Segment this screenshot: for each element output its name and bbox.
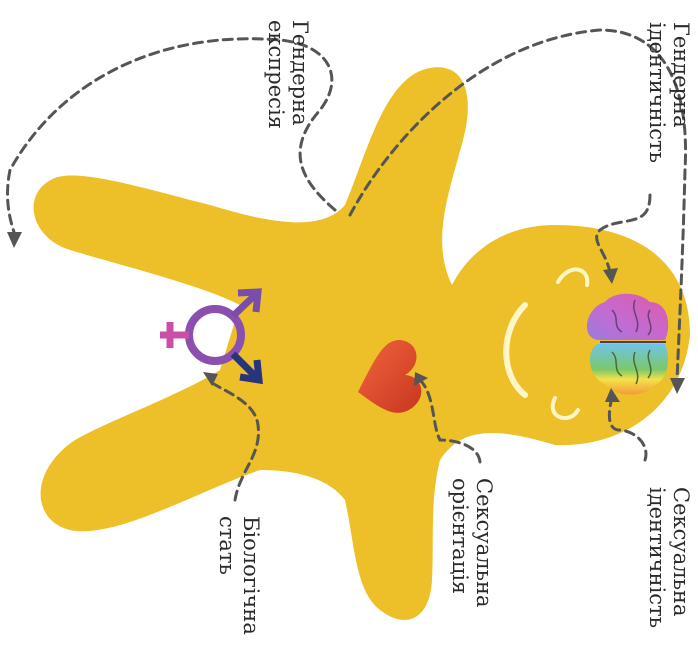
transgender-symbol-icon xyxy=(160,292,259,380)
label-sexual-orientation-line2: орієнтація xyxy=(448,478,472,608)
label-gender-expression-line2: експресія xyxy=(264,20,288,129)
label-gender-identity-line2: ідентичність xyxy=(645,22,669,163)
label-sexual-orientation-line1: Сексуальна xyxy=(472,478,496,608)
label-sexual-identity: Сексуальна ідентичність xyxy=(645,487,693,628)
label-gender-expression: Гендерна експресія xyxy=(264,20,312,129)
label-biological-sex: Біологічна стать xyxy=(215,516,263,635)
label-gender-identity-line1: Гендерна xyxy=(669,22,693,163)
label-sexual-identity-line2: ідентичність xyxy=(645,487,669,628)
label-sexual-identity-line1: Сексуальна xyxy=(669,487,693,628)
label-gender-identity: Гендерна ідентичність xyxy=(645,22,693,163)
arrowhead-expression xyxy=(7,232,22,248)
label-biological-sex-line1: Біологічна xyxy=(239,516,263,635)
label-biological-sex-line2: стать xyxy=(215,516,239,635)
label-sexual-orientation: Сексуальна орієнтація xyxy=(448,478,496,608)
gingerbread-body xyxy=(34,67,690,620)
brain-icon xyxy=(587,294,668,395)
label-gender-expression-line1: Гендерна xyxy=(288,20,312,129)
